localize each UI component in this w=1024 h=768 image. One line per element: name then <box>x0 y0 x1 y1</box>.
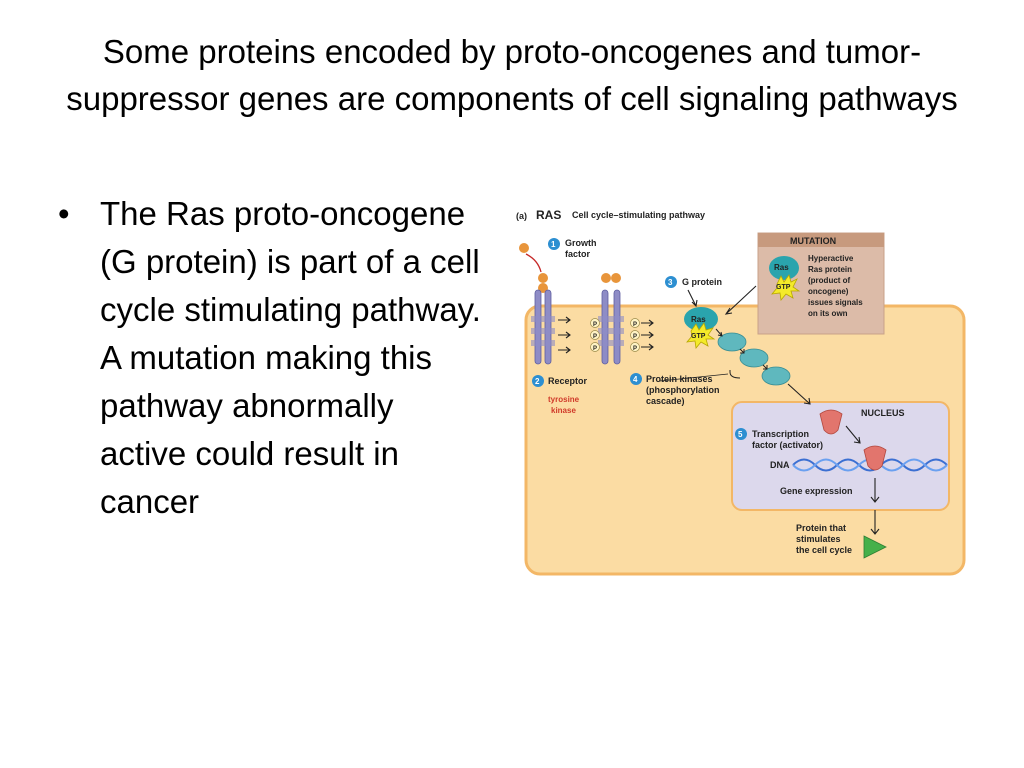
bound-transcription-factor-icon <box>863 445 887 471</box>
step-3-label: G protein <box>682 277 722 287</box>
step-5-number: 5 <box>738 430 743 439</box>
cascade-bracket <box>729 370 741 379</box>
step-4-number: 4 <box>633 375 638 384</box>
mutation-gtp-label: GTP <box>776 284 791 291</box>
step-1-badge <box>548 238 560 250</box>
tf-to-dna-arrow <box>845 425 861 444</box>
svg-text:P: P <box>593 322 597 328</box>
transcription-factor-icon <box>819 409 843 435</box>
slide-title: Some proteins encoded by proto-oncogenes… <box>66 33 958 117</box>
ras-label: Ras <box>691 315 706 324</box>
nucleus-label: NUCLEUS <box>861 408 905 418</box>
nucleus-region <box>731 401 950 511</box>
step-1-number: 1 <box>551 240 556 249</box>
panel-name: RAS <box>536 208 561 222</box>
ras-gtp-label: GTP <box>691 333 706 340</box>
bullet-icon: • <box>58 195 70 232</box>
growth-factor-ligand-icon <box>519 243 529 253</box>
bound-growth-factor-icon <box>538 273 548 283</box>
bullet-list: • The Ras proto-oncogene (G protein) is … <box>58 190 488 526</box>
gene-expression-arrow <box>870 478 880 503</box>
svg-text:P: P <box>633 334 637 340</box>
bullet-item: • The Ras proto-oncogene (G protein) is … <box>58 190 488 526</box>
bullet-text: The Ras proto-oncogene (G protein) is pa… <box>100 195 481 520</box>
step-3-number: 3 <box>668 278 673 287</box>
step-4-badge <box>630 373 642 385</box>
g-protein-pointer <box>687 289 698 308</box>
mutation-arrow <box>724 285 757 315</box>
ras-g-protein: Ras GTP <box>684 307 718 349</box>
mutation-header-bar <box>758 233 884 247</box>
step-5-badge <box>735 428 747 440</box>
receptor-tyrosine-kinase-1 <box>531 283 555 365</box>
ras-pathway-diagram: (a) RAS Cell cycle–stimulating pathway N… <box>516 208 966 576</box>
mutation-ras-label: Ras <box>774 263 789 272</box>
svg-text:P: P <box>633 346 637 352</box>
receptor-tyrosine-kinase-2 <box>598 273 624 365</box>
dna-label: DNA <box>770 460 790 470</box>
receptor-arrows <box>558 316 654 354</box>
protein-result-label: Protein that stimulates the cell cycle <box>796 523 852 555</box>
gene-expression-label: Gene expression <box>780 486 853 496</box>
svg-text:P: P <box>633 322 637 328</box>
svg-text:P: P <box>593 334 597 340</box>
mutation-ras-icon: Ras GTP <box>769 256 801 301</box>
panel-title: Cell cycle–stimulating pathway <box>572 210 705 220</box>
protein-arrow <box>870 510 880 535</box>
phosphate-groups: P P P P P P <box>590 318 640 352</box>
cascade-pointer <box>659 373 729 382</box>
panel-label: (a) <box>516 211 527 221</box>
mutation-header: MUTATION <box>790 236 836 246</box>
mutation-text: Hyperactive Ras protein (product of onco… <box>808 254 865 318</box>
protein-arrowhead-icon <box>863 535 887 559</box>
step-2-badge <box>532 375 544 387</box>
svg-text:P: P <box>593 346 597 352</box>
step-2-label: Receptor <box>548 376 588 386</box>
step-4-label: Protein kinases (phosphorylation cascade… <box>646 374 722 406</box>
step-2-number: 2 <box>535 377 540 386</box>
step-5-label: Transcription factor (activator) <box>752 429 823 450</box>
kinase-cascade <box>715 328 811 405</box>
binding-arrow <box>525 253 542 273</box>
step-3-badge <box>665 276 677 288</box>
